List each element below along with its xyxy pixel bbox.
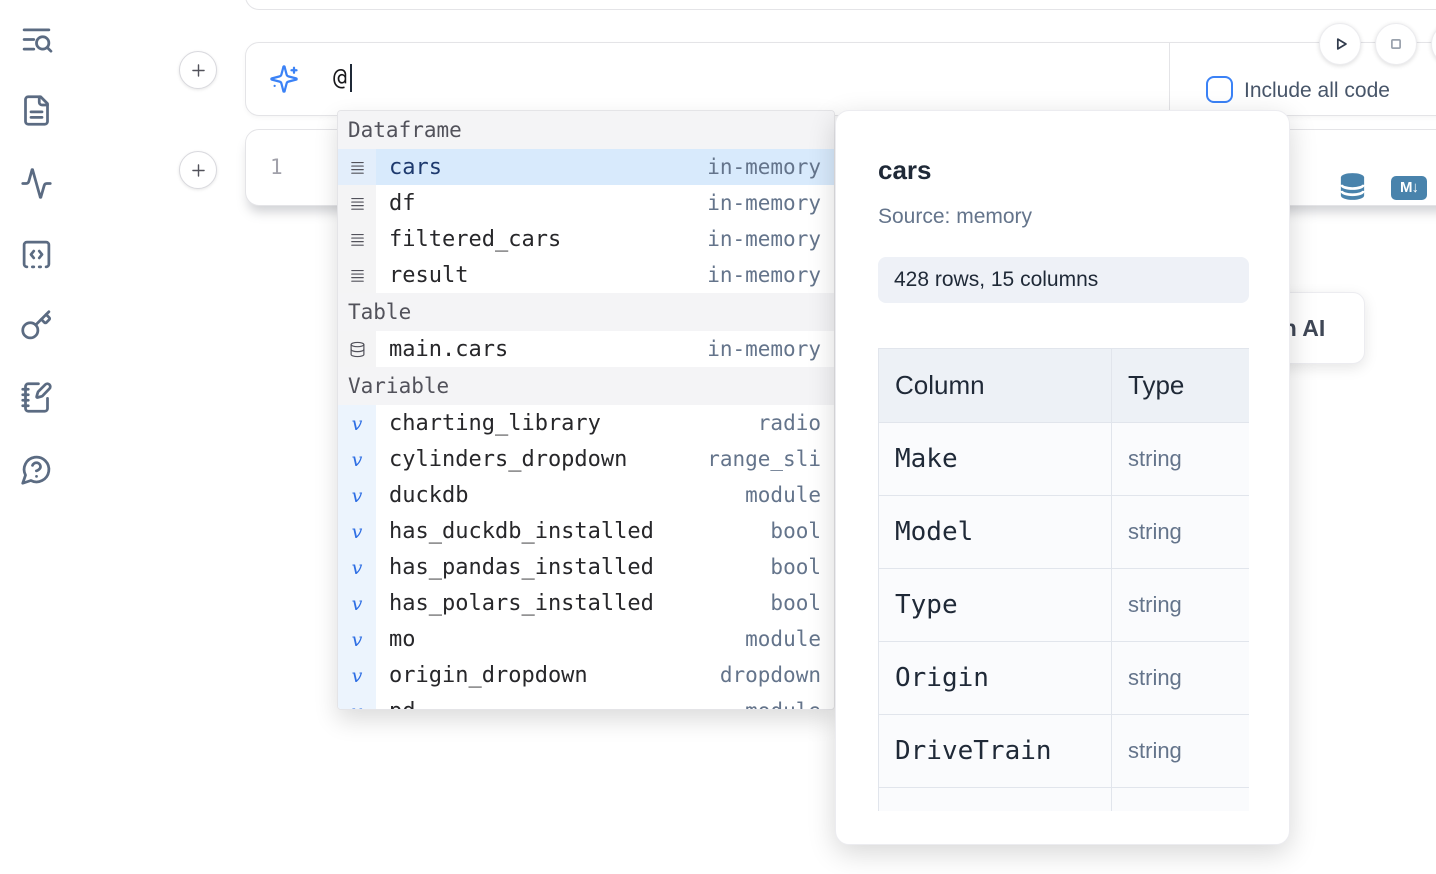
stop-button[interactable]	[1375, 23, 1417, 65]
dataframe-preview-panel: cars Source: memory 428 rows, 15 columns…	[835, 110, 1290, 845]
schema-row-column: Type	[879, 569, 1112, 642]
dataframe-rows-icon	[338, 221, 376, 257]
prompt-divider	[1169, 43, 1170, 115]
variable-icon	[338, 657, 376, 693]
markdown-icon[interactable]: M↓	[1391, 176, 1427, 200]
section-header-table: Table	[338, 293, 834, 331]
schema-row-partial	[1112, 788, 1249, 811]
autocomplete-option-mo[interactable]: mo module	[338, 621, 834, 657]
schema-row-type: string	[1112, 423, 1249, 496]
schema-header-type: Type	[1112, 349, 1249, 423]
autocomplete-option-has-polars-installed[interactable]: has_polars_installed bool	[338, 585, 834, 621]
autocomplete-option-charting-library[interactable]: charting_library radio	[338, 405, 834, 441]
preview-shape-badge: 428 rows, 15 columns	[878, 257, 1249, 303]
preview-source: Source: memory	[878, 205, 1033, 228]
autocomplete-option-main-cars[interactable]: main.cars in-memory	[338, 331, 834, 367]
schema-row-type: string	[1112, 642, 1249, 715]
dataframe-rows-icon	[338, 185, 376, 221]
variable-icon	[338, 621, 376, 657]
autocomplete-dropdown: Dataframe cars in-memory df in-memory fi…	[337, 110, 835, 710]
add-cell-above-button[interactable]	[179, 51, 217, 89]
schema-row-column: Model	[879, 496, 1112, 569]
schema-row-type: string	[1112, 715, 1249, 788]
dataframe-rows-icon	[338, 257, 376, 293]
ai-prompt-input[interactable]: @	[333, 65, 347, 91]
variable-icon	[338, 585, 376, 621]
line-number: 1	[270, 155, 283, 179]
variable-icon	[338, 405, 376, 441]
section-header-variable: Variable	[338, 367, 834, 405]
notebook-pen-icon[interactable]	[20, 381, 53, 414]
schema-header-column: Column	[879, 349, 1112, 423]
autocomplete-option-has-duckdb-installed[interactable]: has_duckdb_installed bool	[338, 513, 834, 549]
database-icon	[338, 331, 376, 367]
include-all-code-label: Include all code	[1244, 79, 1390, 102]
key-icon[interactable]	[20, 309, 53, 342]
schema-row-column: Make	[879, 423, 1112, 496]
include-all-code-checkbox[interactable]	[1206, 76, 1233, 103]
stop-icon	[1391, 39, 1401, 49]
run-cell-button[interactable]	[1319, 23, 1361, 65]
dataframe-rows-icon	[338, 149, 376, 185]
text-cursor	[350, 64, 352, 92]
autocomplete-option-df[interactable]: df in-memory	[338, 185, 834, 221]
plus-icon	[191, 163, 205, 177]
variable-icon	[338, 549, 376, 585]
help-chat-icon[interactable]	[20, 453, 53, 486]
autocomplete-option-pd[interactable]: pd module	[338, 693, 834, 709]
variable-icon	[338, 693, 376, 709]
schema-row-type: string	[1112, 496, 1249, 569]
preview-schema-table: Column Type Make string Model string Typ…	[878, 348, 1249, 811]
snippets-code-icon[interactable]	[20, 238, 53, 271]
sidebar	[0, 0, 80, 874]
list-search-icon[interactable]	[20, 23, 53, 56]
sql-database-icon[interactable]	[1337, 170, 1368, 203]
variable-icon	[338, 441, 376, 477]
preview-title: cars	[878, 155, 932, 185]
autocomplete-option-cylinders-dropdown[interactable]: cylinders_dropdown range_sli	[338, 441, 834, 477]
autocomplete-option-has-pandas-installed[interactable]: has_pandas_installed bool	[338, 549, 834, 585]
variable-icon	[338, 477, 376, 513]
schema-row-type: string	[1112, 569, 1249, 642]
activity-icon[interactable]	[20, 167, 53, 200]
autocomplete-option-origin-dropdown[interactable]: origin_dropdown dropdown	[338, 657, 834, 693]
previous-cell-edge	[245, 0, 1436, 10]
variable-icon	[338, 513, 376, 549]
file-text-icon[interactable]	[20, 94, 53, 127]
schema-row-column: DriveTrain	[879, 715, 1112, 788]
schema-row-column: Origin	[879, 642, 1112, 715]
add-cell-below-button[interactable]	[179, 151, 217, 189]
autocomplete-option-filtered-cars[interactable]: filtered_cars in-memory	[338, 221, 834, 257]
plus-icon	[191, 63, 205, 77]
play-icon	[1336, 38, 1347, 50]
autocomplete-option-result[interactable]: result in-memory	[338, 257, 834, 293]
ai-prompt-card: @ Include all code	[245, 42, 1436, 116]
schema-row-partial	[879, 788, 1112, 811]
autocomplete-option-cars[interactable]: cars in-memory	[338, 149, 834, 185]
sparkles-ai-icon	[269, 64, 299, 94]
autocomplete-option-duckdb[interactable]: duckdb module	[338, 477, 834, 513]
section-header-dataframe: Dataframe	[338, 111, 834, 149]
